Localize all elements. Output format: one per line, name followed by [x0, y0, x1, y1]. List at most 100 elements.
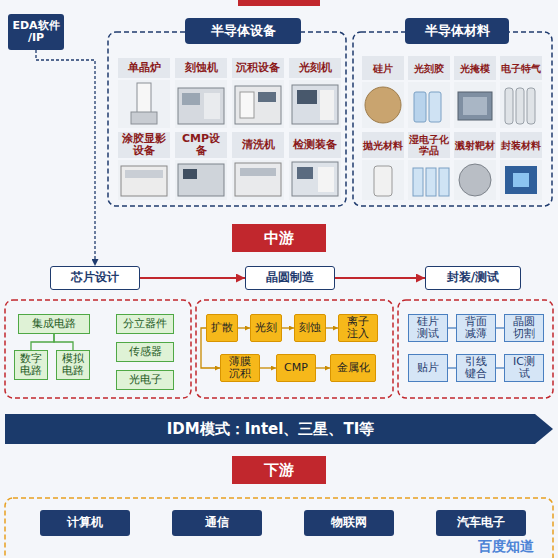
node-text: 扩散 — [211, 322, 233, 334]
image-panel — [118, 160, 170, 200]
equipment-label: 检测装备 — [289, 132, 341, 158]
application-box: 汽车电子 — [436, 510, 526, 536]
litho-illustration — [292, 85, 338, 124]
mask-illustration — [463, 97, 487, 115]
chemical-bottle — [426, 168, 436, 196]
deposition-illustration — [258, 92, 276, 102]
process-box: 薄膜沉积 — [220, 354, 260, 382]
node-text: 检测装备 — [293, 139, 337, 151]
image-panel — [232, 80, 284, 128]
node-text: 汽车电子 — [457, 516, 505, 529]
image-panel — [362, 82, 404, 128]
node-text: 刻蚀机 — [185, 62, 218, 74]
package-illustration — [505, 166, 537, 194]
equipment-container — [108, 32, 346, 206]
connector — [282, 327, 294, 328]
node-text: 背面减薄 — [460, 316, 492, 340]
process-box: 扩散 — [206, 314, 238, 342]
image-panel — [175, 80, 227, 128]
node-text: 半导体材料 — [425, 24, 490, 38]
equipment-label: 清洗机 — [232, 132, 284, 158]
node-text: 溅射靶材 — [455, 140, 495, 151]
design-box: 光电子 — [116, 370, 174, 390]
cleaner-illustration — [240, 168, 276, 176]
connector — [335, 277, 425, 279]
connector — [448, 367, 456, 368]
resist-illustration — [414, 92, 426, 122]
connector — [496, 367, 504, 368]
equipment-label: 涂胶显影设备 — [118, 132, 170, 158]
connector — [448, 327, 456, 328]
litho-illustration — [297, 90, 317, 104]
image-panel — [232, 160, 284, 200]
design-box: 模拟电路 — [56, 350, 90, 380]
package-box: 贴片 — [408, 354, 448, 382]
connector — [496, 327, 504, 328]
etcher-illustration — [204, 93, 220, 119]
inspection-illustration — [292, 162, 338, 196]
equipment-label: 沉积设备 — [232, 58, 284, 78]
node-text: 沉积设备 — [236, 62, 280, 74]
design-container — [5, 300, 191, 398]
design-box: 数字电路 — [14, 350, 48, 380]
top-banner-edge — [238, 0, 320, 6]
material-label: 光刻胶 — [408, 56, 450, 80]
node-text: 单晶炉 — [128, 62, 161, 74]
image-panel — [289, 160, 341, 200]
design-box: 分立器件 — [116, 314, 174, 334]
litho-illustration — [320, 90, 334, 120]
cmp-illustration — [183, 169, 197, 179]
material-container — [353, 32, 552, 206]
node-text: 中游 — [264, 230, 294, 247]
deposition-illustration — [235, 86, 281, 124]
band-arrow — [5, 414, 553, 444]
node-text: EDA软件 /IP — [11, 20, 61, 44]
gas-cylinder — [516, 88, 524, 124]
node-text: 电子特气 — [501, 63, 541, 74]
node-text: 湿电子化学品 — [409, 134, 449, 156]
node-text: 封装材料 — [501, 140, 541, 151]
stage-banner: 下游 — [232, 456, 326, 484]
process-box: CMP — [276, 354, 316, 382]
application-box: 物联网 — [304, 510, 394, 536]
material-label: 电子特气 — [500, 56, 542, 80]
material-label: 抛光材料 — [362, 132, 404, 158]
package-box: IC测试 — [504, 354, 544, 382]
image-panel — [362, 160, 404, 200]
idm-band: IDM模式：Intel、三星、TI等 — [5, 414, 553, 444]
connector — [140, 277, 245, 279]
node-text: 封装/测试 — [447, 271, 499, 284]
node-text: 金属化 — [337, 362, 370, 374]
application-box: 计算机 — [40, 510, 130, 536]
node-text: 集成电路 — [32, 318, 76, 330]
node-text: 数字电路 — [18, 353, 44, 377]
slurry-illustration — [374, 166, 392, 196]
node-text: 引线键合 — [460, 356, 492, 380]
node-text: 光掩模 — [460, 63, 490, 74]
connector — [54, 334, 73, 350]
image-panel — [454, 160, 496, 200]
chemical-bottle — [413, 168, 423, 196]
application-box: 通信 — [172, 510, 262, 536]
process-box: 金属化 — [330, 354, 376, 382]
connector — [326, 327, 338, 328]
etcher-illustration — [182, 93, 200, 105]
package-illustration — [513, 173, 529, 187]
image-panel — [118, 80, 170, 128]
equipment-label: CMP设备 — [175, 132, 227, 158]
stage-header: 晶圆制造 — [245, 266, 335, 290]
node-text: 晶圆制造 — [266, 271, 314, 284]
node-text: 物联网 — [331, 516, 367, 529]
node-text: 硅片测试 — [412, 316, 444, 340]
equipment-label: 单晶炉 — [118, 58, 170, 78]
node-text: 离子注入 — [342, 316, 374, 340]
node-text: CMP — [284, 362, 308, 374]
coater-illustration — [125, 170, 163, 178]
stage-header: 芯片设计 — [50, 266, 140, 290]
wafer-illustration — [365, 87, 401, 123]
image-panel — [500, 82, 542, 128]
package-box: 硅片测试 — [408, 314, 448, 342]
package-box: 引线键合 — [456, 354, 496, 382]
image-panel — [408, 160, 450, 200]
node-text: 模拟电路 — [60, 353, 86, 377]
